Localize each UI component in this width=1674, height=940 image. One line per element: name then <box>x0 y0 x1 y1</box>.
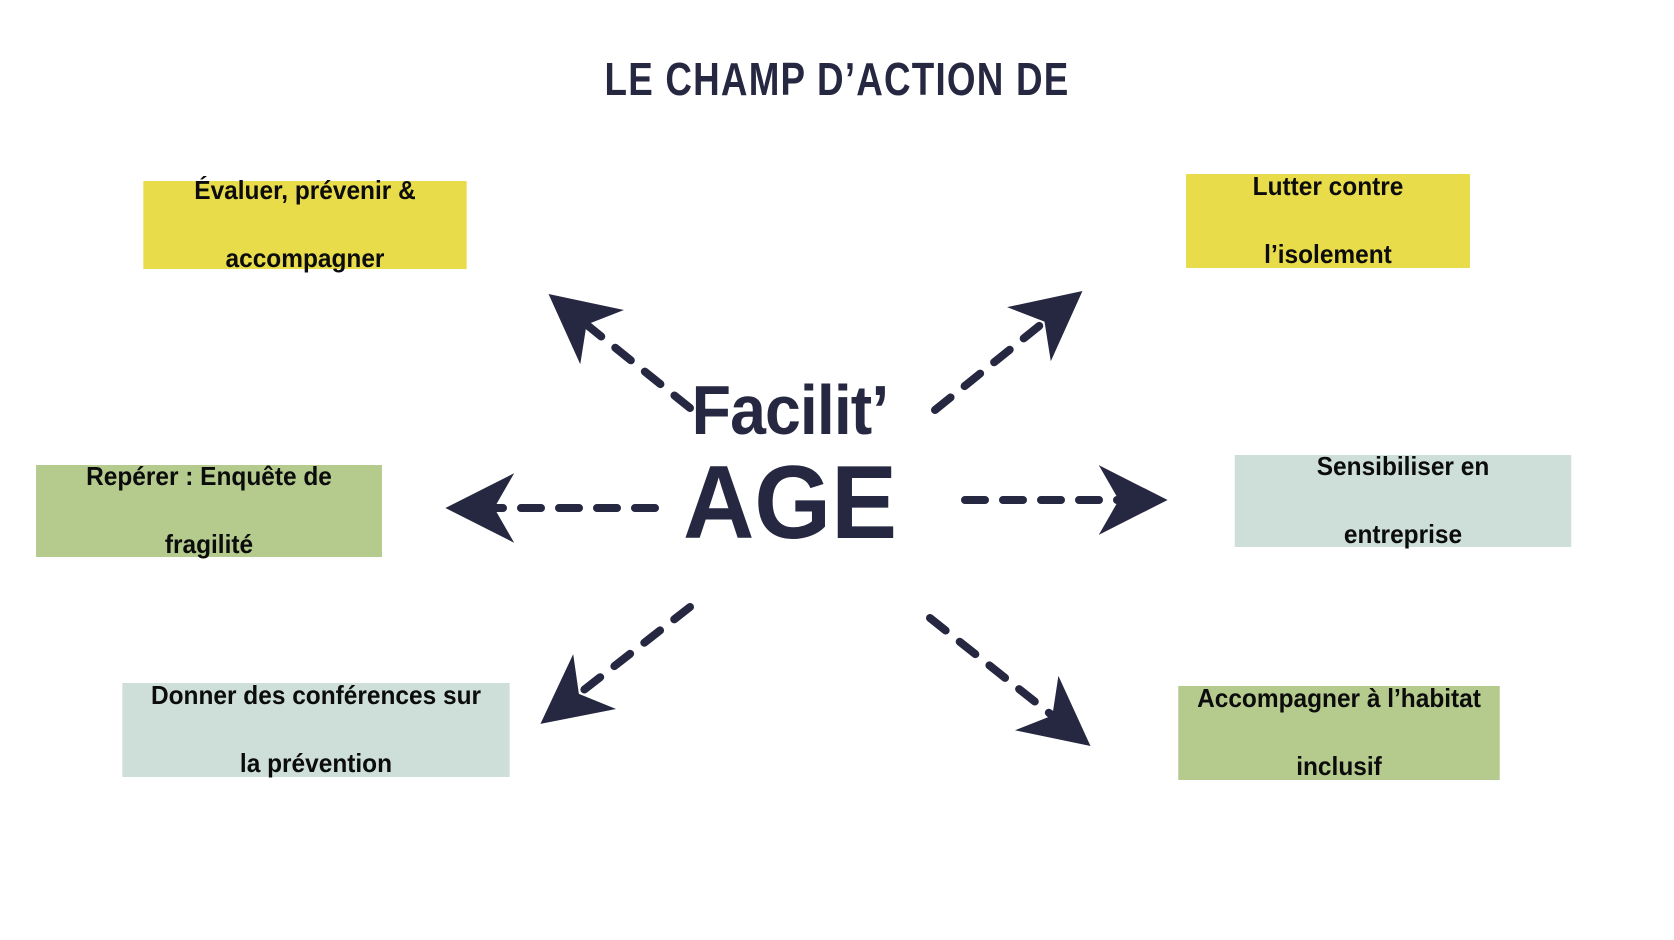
node-label-line-1: Évaluer, prévenir & <box>194 175 416 206</box>
node-donner-conferences-prevention[interactable]: Donner des conférences sur la prévention <box>122 680 510 778</box>
node-label-line-1: Donner des conférences sur <box>150 680 482 711</box>
node-label: Accompagner à l’habitat inclusif <box>1197 682 1481 783</box>
logo-line-2: AGE <box>682 445 898 561</box>
node-label-line-1: Lutter contre <box>1252 171 1404 202</box>
node-label-line-2: entreprise <box>1343 518 1463 549</box>
node-label-line-2: l’isolement <box>1264 238 1392 269</box>
node-label-line-2: accompagner <box>225 242 385 273</box>
logo-line-1: Facilit’ <box>691 371 890 449</box>
node-label: Donner des conférences sur la prévention <box>151 679 481 780</box>
node-sensibiliser-en-entreprise[interactable]: Sensibiliser en entreprise <box>1234 451 1572 549</box>
node-label: Lutter contre l’isolement <box>1253 170 1404 271</box>
node-label-line-1: Sensibiliser en <box>1316 451 1490 482</box>
node-label: Évaluer, prévenir & accompagner <box>194 174 415 275</box>
node-lutter-contre-isolement[interactable]: Lutter contre l’isolement <box>1186 171 1470 269</box>
node-evaluer-prevenir-accompagner[interactable]: Évaluer, prévenir & accompagner <box>143 175 467 273</box>
arrow-to-conferences <box>540 603 694 724</box>
node-label: Repérer : Enquête de fragilité <box>86 460 332 561</box>
node-label-line-1: Repérer : Enquête de <box>86 461 332 492</box>
node-label-line-2: inclusif <box>1296 750 1382 781</box>
node-label-line-2: fragilité <box>164 528 254 559</box>
node-reperer-enquete-fragilite[interactable]: Repérer : Enquête de fragilité <box>36 461 382 559</box>
node-label-line-1: Accompagner à l’habitat <box>1197 683 1481 714</box>
node-label: Sensibiliser en entreprise <box>1317 450 1490 551</box>
node-accompagner-habitat-inclusif[interactable]: Accompagner à l’habitat inclusif <box>1178 683 1500 781</box>
center-logo: Facilit’ AGE <box>620 375 960 555</box>
arrow-to-habitat <box>926 614 1091 746</box>
node-label-line-2: la prévention <box>239 747 393 778</box>
page-title: LE CHAMP D’ACTION DE <box>604 53 1070 105</box>
